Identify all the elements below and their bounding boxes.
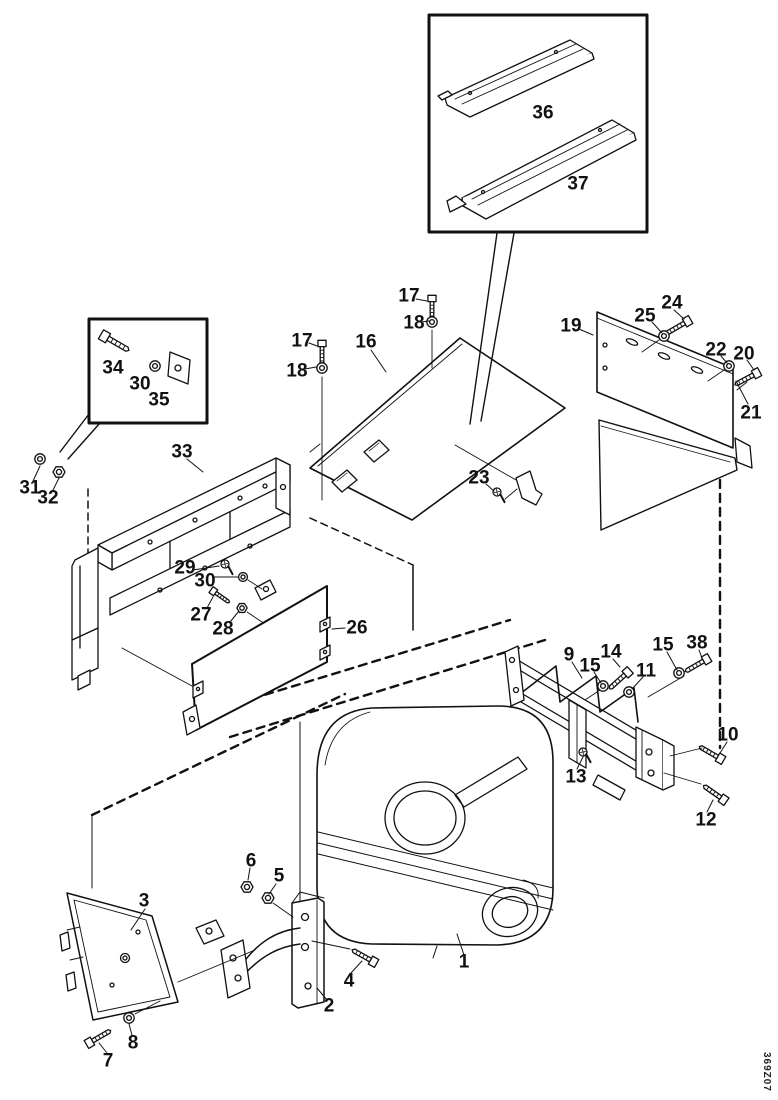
part-37-strip (447, 120, 636, 219)
fasteners (34, 294, 763, 1050)
strip-detail-box (429, 15, 647, 424)
part-35-retainer (168, 352, 190, 384)
part-2-mount-bracket (178, 892, 324, 1008)
part-36-strip (438, 40, 594, 117)
fastener-detail-box (60, 319, 207, 459)
part-33-support-channel (72, 458, 290, 690)
projection-lines (88, 466, 720, 903)
part-1-tank (317, 706, 553, 958)
part-16-cover-panel (310, 338, 565, 520)
part-3-mount-plate (60, 893, 178, 1020)
part-21-side-panel (455, 420, 752, 530)
leader-lines (33, 86, 754, 1053)
part-9-truss-bracket (505, 646, 674, 800)
inset-pointer-wedge (470, 233, 514, 424)
drawing-id: 369Z07 (761, 1052, 772, 1092)
part-26-shield-panel (183, 586, 330, 735)
part-19-rear-panel (597, 312, 733, 448)
inset-pointer-wedge (60, 414, 100, 459)
